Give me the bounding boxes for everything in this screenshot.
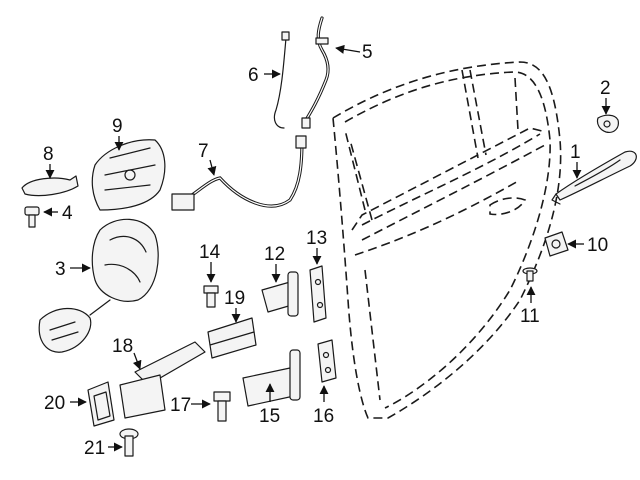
part-15-lower-hinge xyxy=(242,349,301,407)
part-19-check-bracket xyxy=(207,317,257,359)
part-17-bolt xyxy=(213,391,231,422)
callout-18: 18 xyxy=(112,336,133,357)
part-3-lock-actuator xyxy=(38,218,159,353)
part-14-bolt xyxy=(203,285,219,308)
part-8-handle-bezel xyxy=(21,175,79,197)
callout-15: 15 xyxy=(259,406,280,427)
callout-10: 10 xyxy=(587,235,608,256)
part-10-door-striker xyxy=(544,231,569,257)
part-12-upper-hinge xyxy=(261,271,299,317)
callout-11: 11 xyxy=(520,306,540,327)
callout-leaders xyxy=(43,44,611,452)
callout-1: 1 xyxy=(570,142,581,163)
part-20-door-bumper xyxy=(87,381,115,427)
callout-3: 3 xyxy=(55,259,66,280)
callout-labels: 1 2 3 4 5 6 7 8 9 10 11 12 13 14 15 16 1… xyxy=(43,42,611,459)
callout-6: 6 xyxy=(248,65,259,86)
part-2-handle-cap xyxy=(596,114,619,133)
callout-5: 5 xyxy=(362,42,373,63)
part-4-bolt xyxy=(24,206,40,228)
part-1-outer-door-handle xyxy=(551,150,637,205)
callout-19: 19 xyxy=(224,288,245,309)
callout-12: 12 xyxy=(264,244,285,265)
callout-13: 13 xyxy=(306,228,327,249)
callout-8: 8 xyxy=(43,144,54,165)
part-21-bolt xyxy=(119,428,139,457)
part-6-lock-rod xyxy=(273,31,290,129)
callout-4: 4 xyxy=(62,203,73,224)
callout-20: 20 xyxy=(44,393,65,414)
part-18-door-check xyxy=(119,341,206,419)
callout-14: 14 xyxy=(199,242,221,263)
callout-9: 9 xyxy=(112,116,123,137)
part-11-screw xyxy=(522,267,538,282)
callout-7: 7 xyxy=(198,141,209,162)
part-7-handle-cable xyxy=(171,135,307,211)
callout-21: 21 xyxy=(84,438,105,459)
callout-17: 17 xyxy=(170,395,191,416)
callout-16: 16 xyxy=(313,406,334,427)
callout-2: 2 xyxy=(600,78,611,99)
part-13-hinge-plate xyxy=(309,265,327,323)
part-9-door-latch xyxy=(91,139,166,211)
part-5-release-cable xyxy=(301,16,330,129)
part-16-hinge-plate xyxy=(317,339,337,383)
door-shell-outline xyxy=(332,61,562,419)
